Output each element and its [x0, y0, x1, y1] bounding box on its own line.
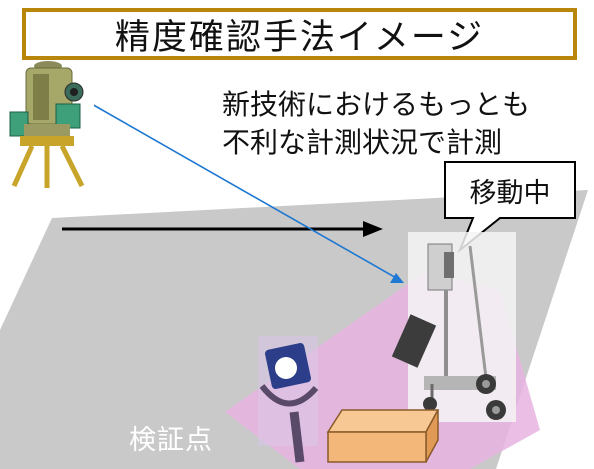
verification-point-label: 検証点 — [129, 425, 213, 456]
prism-target-icon — [258, 336, 319, 463]
caption-line-2: 不利な計測状況で計測 — [222, 126, 503, 159]
diagram-title: 精度確認手法イメージ — [22, 8, 577, 60]
callout-label: 移動中 — [469, 177, 551, 209]
verification-box-icon — [326, 409, 440, 463]
mobile-scanner-cart-icon — [391, 232, 516, 422]
sight-line — [89, 102, 404, 283]
movement-arrow — [62, 221, 383, 237]
caption-line-1: 新技術におけるもっとも — [222, 88, 531, 121]
total-station-icon — [4, 61, 94, 188]
measurement-caption: 新技術におけるもっとも 不利な計測状況で計測 — [222, 86, 530, 162]
